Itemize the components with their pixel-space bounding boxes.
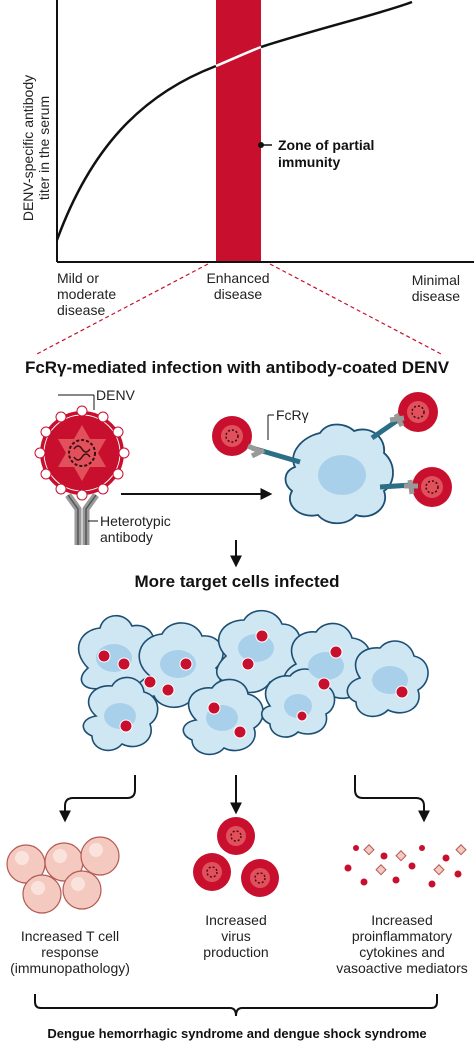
step2-title: More target cells infected: [134, 572, 340, 591]
x-label-left-line-2: moderate: [57, 286, 117, 302]
branch-arrows: [59, 775, 430, 823]
cytokine-icon: [344, 844, 467, 888]
virus-icon: [34, 405, 130, 501]
x-label-left: Mild or moderate disease: [57, 270, 116, 318]
titer-curve: [55, 64, 217, 241]
zoom-line-right: [269, 263, 444, 356]
y-axis-label-line-1: DENV-specific antibody: [20, 74, 36, 222]
zone-label-line-1: Zone of partial: [278, 137, 375, 153]
outcome-cytokines-line-2: proinflammatory: [351, 928, 453, 944]
outcome-t-cell-line-2: response: [41, 944, 99, 960]
outcome-cytokines-line-1: Increased: [371, 912, 433, 928]
summary-bracket: [34, 994, 438, 1017]
outcome-virus-line-3: production: [203, 944, 269, 960]
x-label-right: Minimal disease: [360, 272, 460, 304]
outcome-virus: Increased virus production: [176, 912, 296, 960]
footer-summary: Dengue hemorrhagic syndrome and dengue s…: [47, 1026, 427, 1041]
titer-chart: [34, 0, 474, 356]
partial-immunity-zone: [216, 0, 261, 262]
x-label-right-line-2: disease: [411, 288, 460, 304]
antibody-label: Heterotypic antibody: [100, 513, 171, 545]
outcome-virus-line-2: virus: [221, 928, 251, 944]
outcome-cytokines-line-4: vasoactive mediators: [336, 960, 468, 976]
x-label-middle: Enhanced disease: [188, 270, 288, 302]
virus-icon: [412, 467, 452, 507]
x-label-middle-line-2: disease: [213, 286, 263, 302]
outcome-virus-line-1: Increased: [205, 912, 267, 928]
antibody-icon: [65, 492, 99, 545]
x-label-left-line-1: Mild or: [57, 270, 100, 286]
virus-cluster-icon: [193, 817, 279, 897]
outcome-t-cell: Increased T cell response (immunopatholo…: [0, 928, 140, 976]
y-axis-label: DENV-specific antibody titer in the seru…: [20, 48, 52, 248]
x-label-middle-line-1: Enhanced: [206, 270, 270, 286]
arrow-icon: [354, 775, 430, 823]
t-cell-icon: [6, 836, 120, 914]
zoom-line-left: [34, 263, 209, 356]
arrow-icon: [59, 775, 136, 823]
x-label-left-line-3: disease: [57, 302, 106, 318]
zone-label: Zone of partial immunity: [278, 137, 374, 171]
virus-icon: [398, 392, 438, 432]
denv-label: DENV: [96, 387, 135, 403]
virus-icon: [212, 416, 252, 456]
outcome-t-cell-line-3: (immunopathology): [10, 960, 130, 976]
outcome-cytokines: Increased proinflammatory cytokines and …: [330, 912, 474, 976]
antibody-label-line-1: Heterotypic: [100, 513, 171, 529]
cell-icon: [284, 423, 394, 525]
fcr-label: FcRγ: [276, 407, 309, 423]
mechanism-panel: [34, 392, 452, 568]
outcome-t-cell-line-1: Increased T cell: [20, 928, 120, 944]
antibody-icon: [247, 412, 418, 495]
infected-cells-cluster: [77, 609, 429, 756]
x-label-right-line-1: Minimal: [411, 272, 460, 288]
mechanism-title: FcRγ-mediated infection with antibody-co…: [24, 358, 450, 377]
outcome-cytokines-line-3: cytokines and: [359, 944, 445, 960]
antibody-label-line-2: antibody: [100, 529, 153, 545]
zone-label-line-2: immunity: [278, 154, 341, 170]
y-axis-label-line-2: titer in the serum: [36, 95, 52, 201]
